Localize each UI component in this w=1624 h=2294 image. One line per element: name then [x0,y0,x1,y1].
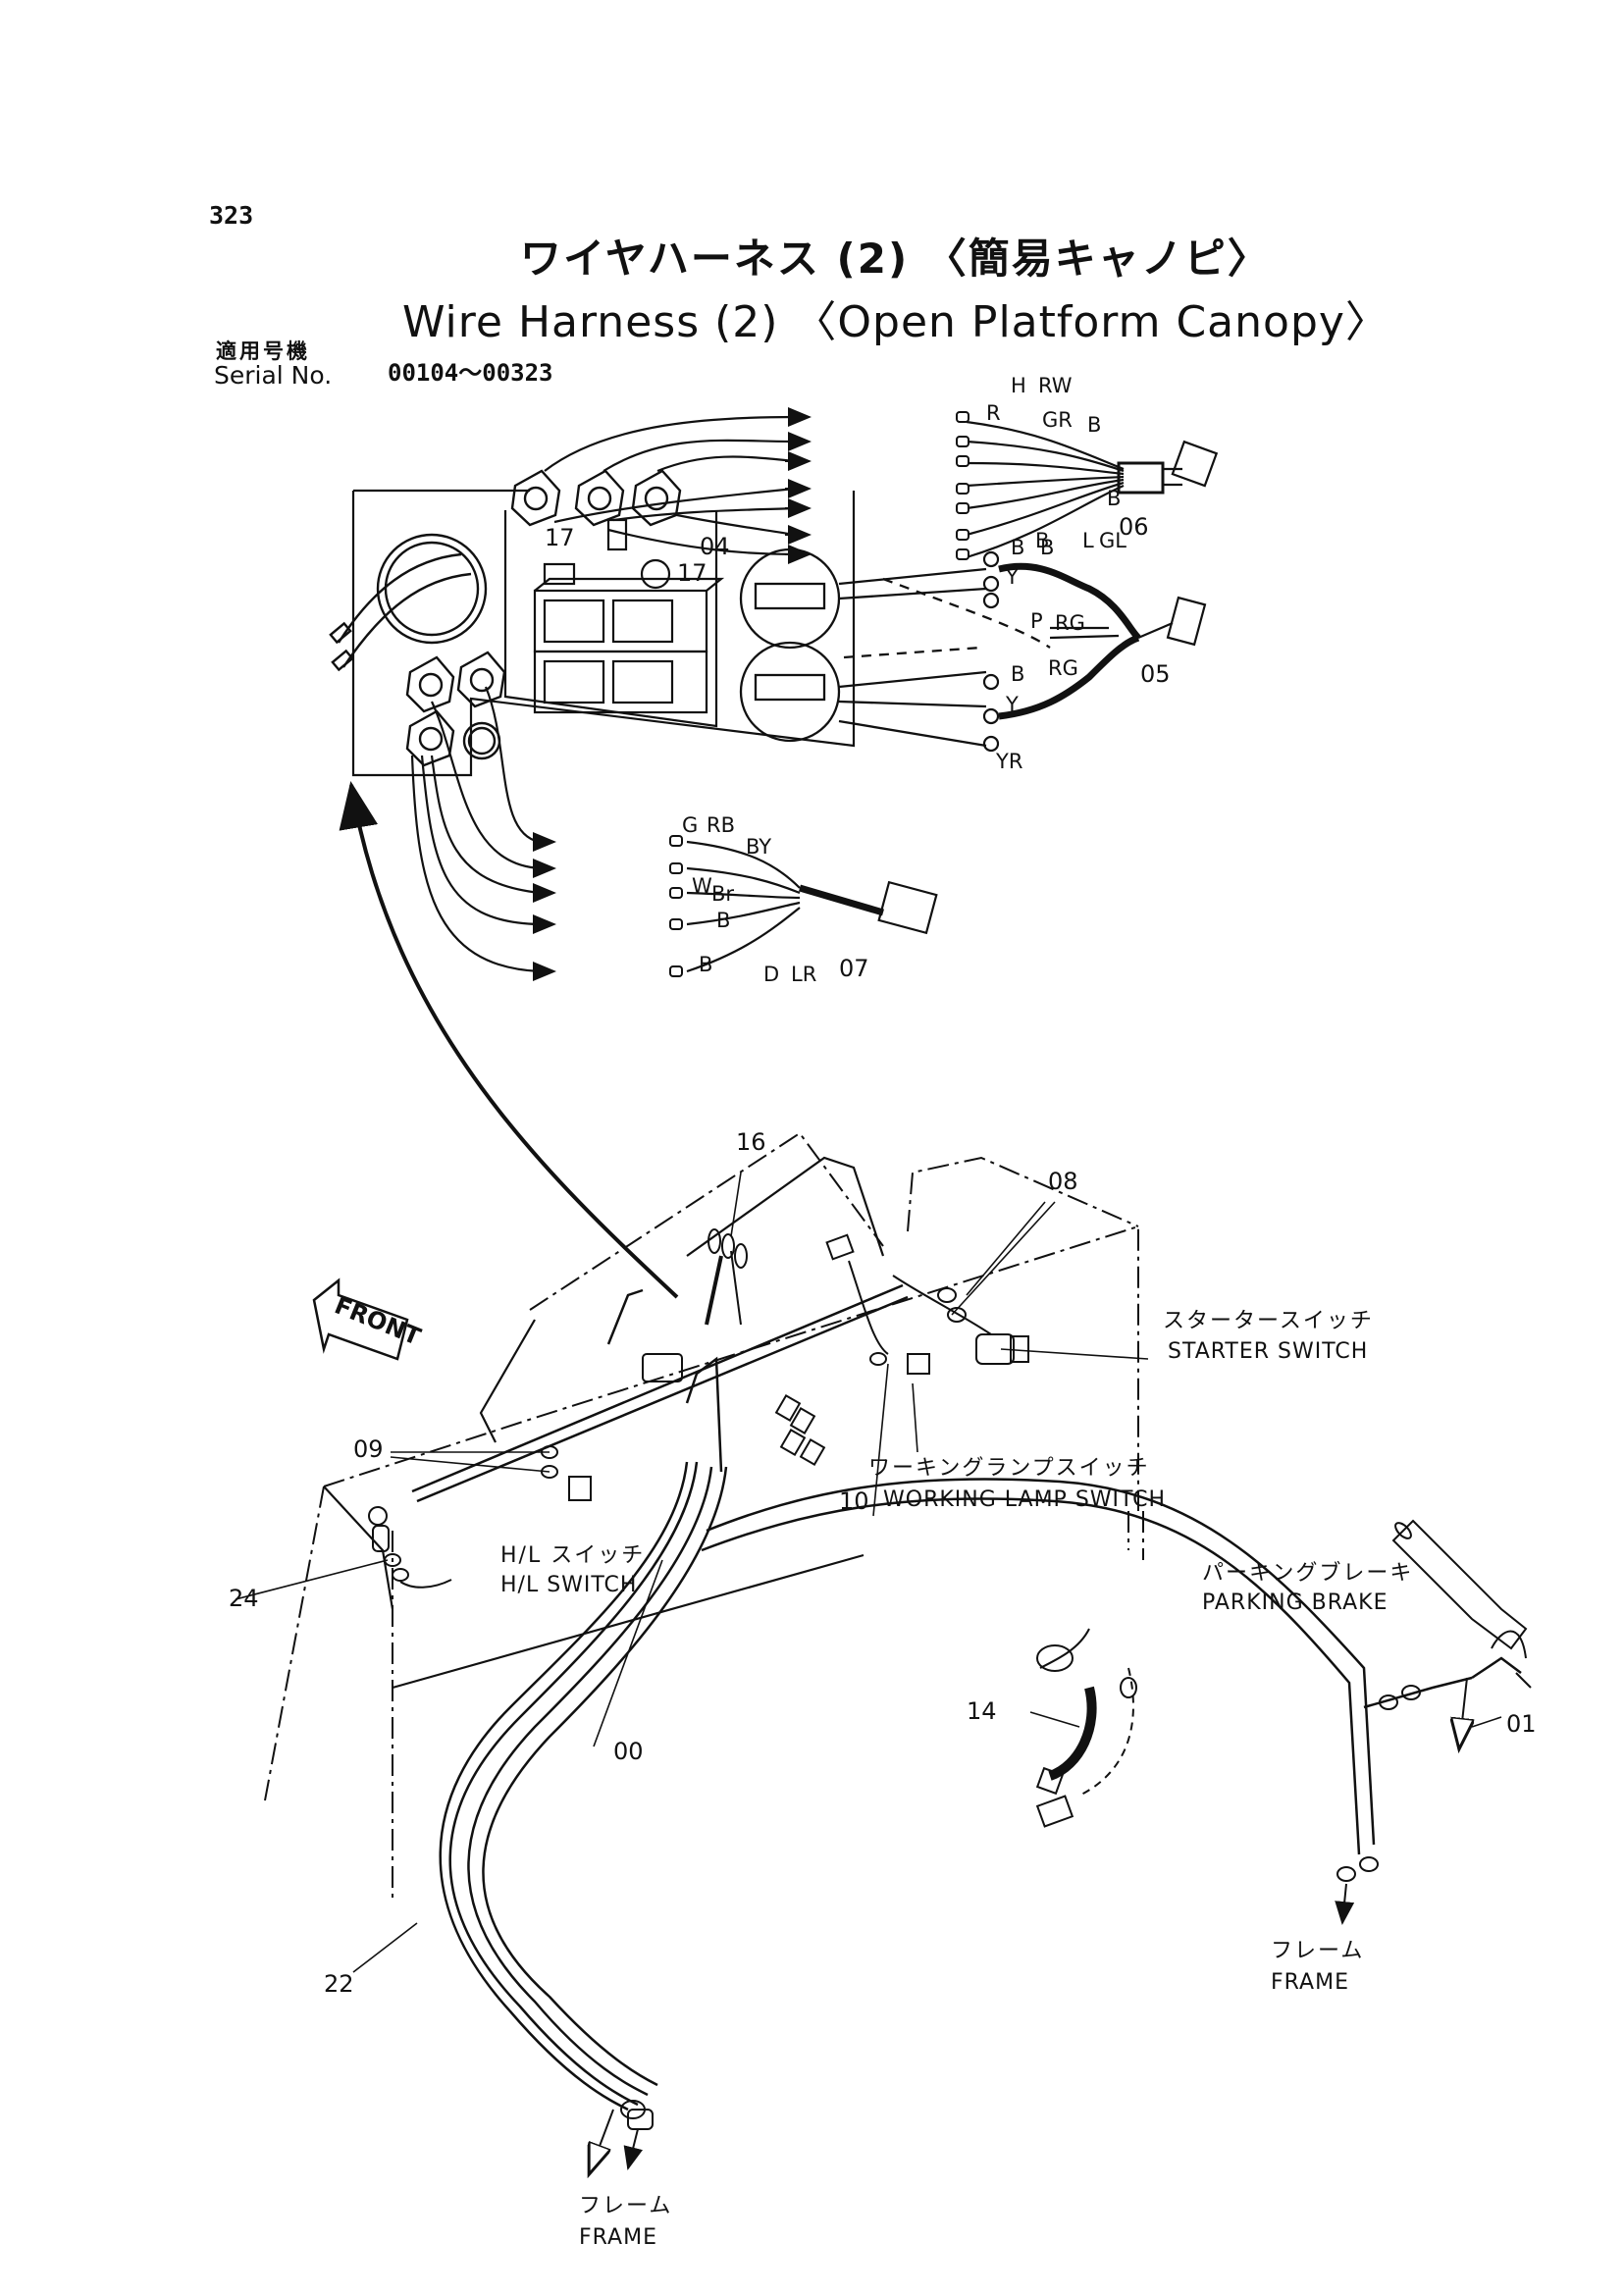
serial-label-english: Serial No. [214,361,333,390]
leader-lines [235,1172,1502,1973]
starter-switch-en: STARTER SWITCH [1168,1339,1368,1364]
parking-brake-jp: パーキングブレーキ [1202,1561,1413,1586]
wire-06-b2: B [1107,487,1121,510]
wire-05-p: P [1030,609,1043,633]
hl-switch-en: H/L SWITCH [500,1573,637,1597]
wire-06-gl: GL [1099,529,1126,552]
wire-06-h: R [986,401,1001,425]
wire-07-br: Br [711,882,734,906]
wire-05-rg1: RG [1055,611,1085,635]
wire-07-w: W [692,874,712,898]
part-00: 00 [613,1738,644,1765]
frame-en-right: FRAME [1271,1970,1349,1995]
fuse-block [533,518,725,714]
part-10: 10 [839,1487,869,1515]
part-22: 22 [324,1970,354,1998]
connectors-main [368,1228,1532,2168]
part-08: 08 [1048,1168,1078,1195]
part-05: 05 [1140,660,1171,688]
wire-05-b3: B [1011,662,1024,686]
part-24: 24 [229,1585,259,1612]
part-17-left: 17 [545,524,575,551]
wire-06-b3: B [1035,529,1049,552]
wire-07-lr: LR [791,963,816,986]
frame-jp-bottom: フレーム [579,2194,672,2218]
part-16: 16 [736,1128,766,1156]
title-english: Wire Harness (2) 〈Open Platform Canopy〉 [402,297,1389,347]
wire-07-by: BY [746,835,771,859]
wire-07-d: D [763,963,779,986]
frame-jp-right: フレーム [1271,1939,1364,1963]
wire-06-b1: B [1087,413,1101,437]
wire-07-rb: RB [707,813,735,837]
wire-07-g: G [682,813,698,837]
wire-05-b2: B [1040,536,1054,559]
part-07: 07 [839,955,869,982]
part-04: 04 [700,533,730,560]
working-lamp-switch-en: WORKING LAMP SWITCH [883,1487,1166,1512]
lamp-sockets-top [510,469,682,527]
parking-brake-en: PARKING BRAKE [1202,1590,1388,1615]
serial-range: 00104～00323 [388,359,553,387]
lamp-sockets-lower [405,651,506,767]
wire-05-y2: Y [1005,693,1019,716]
working-lamp-switch-jp: ワーキングランプスイッチ [868,1456,1150,1481]
part-09: 09 [353,1435,384,1463]
wire-05-y1: Y [1005,565,1019,589]
wire-06-gr: GR [1042,408,1073,432]
cab-body [264,1131,1144,1899]
socket-meter [329,533,488,672]
detail-pointer-arrow [339,781,679,1299]
part-06: 06 [1119,513,1149,541]
hl-switch-jp: H/L スイッチ [500,1543,645,1568]
wire-07-b1: B [716,909,730,932]
frame-en-bottom: FRAME [579,2225,657,2250]
wire-05-b1: B [1011,536,1024,559]
harness-06 [544,415,1219,559]
wire-05-rg2: RG [1048,656,1078,680]
wire-05-yr: YR [995,750,1022,773]
part-01: 01 [1506,1710,1537,1738]
serial-label-japanese: 適用号機 [216,339,310,363]
part-17-right: 17 [677,559,707,587]
starter-switch-jp: スタータースイッチ [1163,1309,1374,1333]
harness-00-22 [439,1356,1522,2112]
part-14: 14 [967,1697,997,1725]
front-arrow: FRONT [312,1277,425,1361]
arrows-07 [533,832,683,981]
title-japanese: ワイヤハーネス (2) 〈簡易キャノピ〉 [520,235,1271,283]
wire-07-b2: B [699,953,712,976]
harness-05 [982,550,1207,753]
harness-07 [410,686,938,973]
wire-06-r: H [1011,374,1026,397]
arrows-06 [785,407,969,564]
wire-06-rw: RW [1038,374,1073,397]
harness-main-bar [411,1283,909,1503]
wire-06-l: L [1082,529,1094,552]
page-number: 323 [209,201,254,230]
